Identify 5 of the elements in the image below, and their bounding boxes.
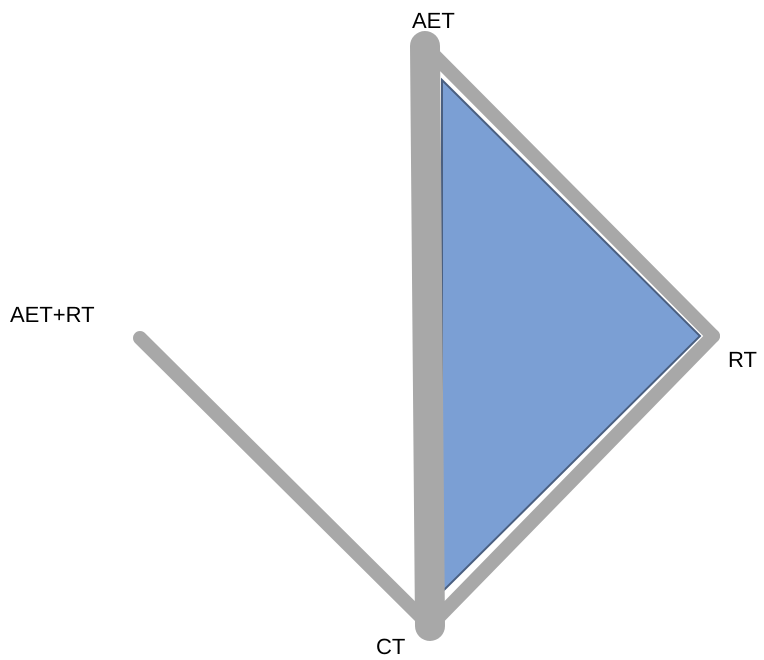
treatment-label: AET+RT xyxy=(10,302,95,328)
network-line xyxy=(410,31,445,641)
treatment-label: AET xyxy=(412,8,455,34)
treatment-label: CT xyxy=(376,634,406,660)
treatment-label: RT xyxy=(728,347,757,373)
